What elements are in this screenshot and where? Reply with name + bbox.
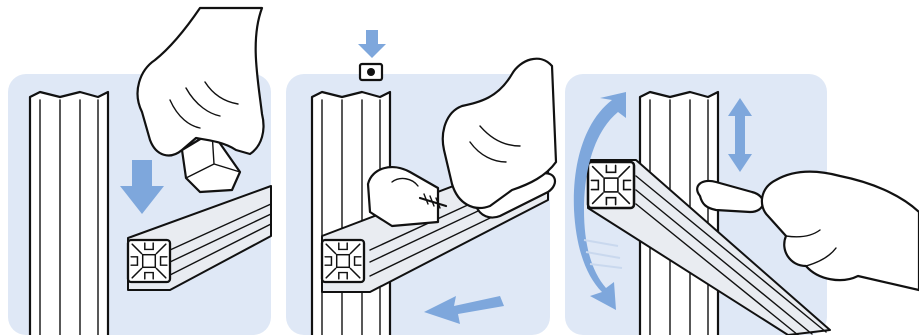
slot-nut-icon [360,64,382,80]
step-3-panel [565,74,919,335]
hand-icon [138,8,264,155]
arrow-down-icon [358,30,386,58]
step-2-panel [286,30,556,335]
step-1-panel [8,8,271,335]
vertical-profile [30,92,108,335]
